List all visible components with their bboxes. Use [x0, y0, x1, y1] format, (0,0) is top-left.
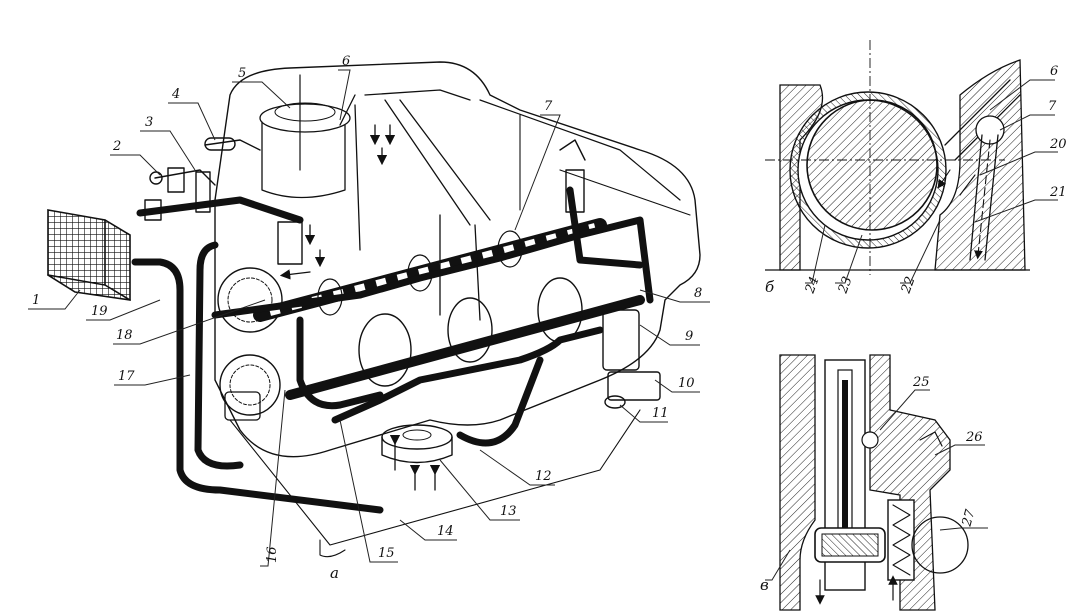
- oil-lines: [131, 186, 654, 514]
- callout-b-21: 21: [1049, 185, 1067, 200]
- pump-section: 25 26 27 в: [760, 354, 988, 611]
- callout-15: 15: [378, 546, 395, 561]
- callout-b-23: 23: [836, 275, 856, 297]
- leaders-a: [28, 69, 710, 567]
- flow-arrows: [279, 124, 441, 491]
- subfigure-label-a: а: [330, 564, 339, 582]
- callout-8: 8: [694, 286, 702, 301]
- callouts-a: 1 2 3 4 5 6 7 8 9 10 11 12 13 14 15 16 1…: [32, 54, 702, 563]
- oil-radiator: [47, 209, 131, 301]
- callout-5: 5: [238, 66, 246, 81]
- callout-17: 17: [118, 369, 135, 384]
- subfigure-label-b: б: [765, 278, 775, 296]
- callout-b-6: 6: [1050, 64, 1058, 79]
- callout-12: 12: [535, 469, 552, 484]
- callout-c-27: 27: [959, 507, 978, 529]
- callout-10: 10: [678, 376, 695, 391]
- callout-1: 1: [32, 293, 40, 308]
- callout-b-22: 22: [899, 275, 919, 297]
- callout-18: 18: [116, 328, 133, 343]
- callout-9: 9: [685, 329, 693, 344]
- subfigure-label-c: в: [760, 576, 769, 594]
- callout-b-7: 7: [1048, 99, 1057, 114]
- callout-16: 16: [265, 546, 280, 563]
- callout-b-20: 20: [1049, 137, 1067, 152]
- callout-c-26: 26: [965, 430, 983, 445]
- engine-schematic: 1 2 3 4 5 6 7 8 9 10 11 12 13 14 15 16 1…: [28, 54, 710, 582]
- callout-4: 4: [171, 87, 180, 102]
- callout-14: 14: [437, 524, 454, 539]
- callout-2: 2: [112, 139, 121, 154]
- callout-7: 7: [544, 99, 553, 114]
- callout-c-25: 25: [912, 375, 930, 390]
- timing-gears: [217, 267, 283, 421]
- callout-3: 3: [145, 115, 153, 130]
- bearing-section: 6 7 20 21 22 23 24 б: [765, 40, 1067, 296]
- oil-filter: [602, 309, 661, 409]
- callout-b-24: 24: [803, 275, 823, 297]
- callout-13: 13: [500, 504, 517, 519]
- oil-pump: [381, 424, 453, 464]
- callout-6: 6: [342, 54, 350, 69]
- callout-11: 11: [652, 406, 669, 421]
- fittings: [144, 137, 586, 265]
- rocker-cover: [259, 102, 351, 199]
- rocker-gear: [339, 89, 491, 321]
- engine-block-outline: [214, 61, 701, 558]
- callout-19: 19: [91, 304, 108, 319]
